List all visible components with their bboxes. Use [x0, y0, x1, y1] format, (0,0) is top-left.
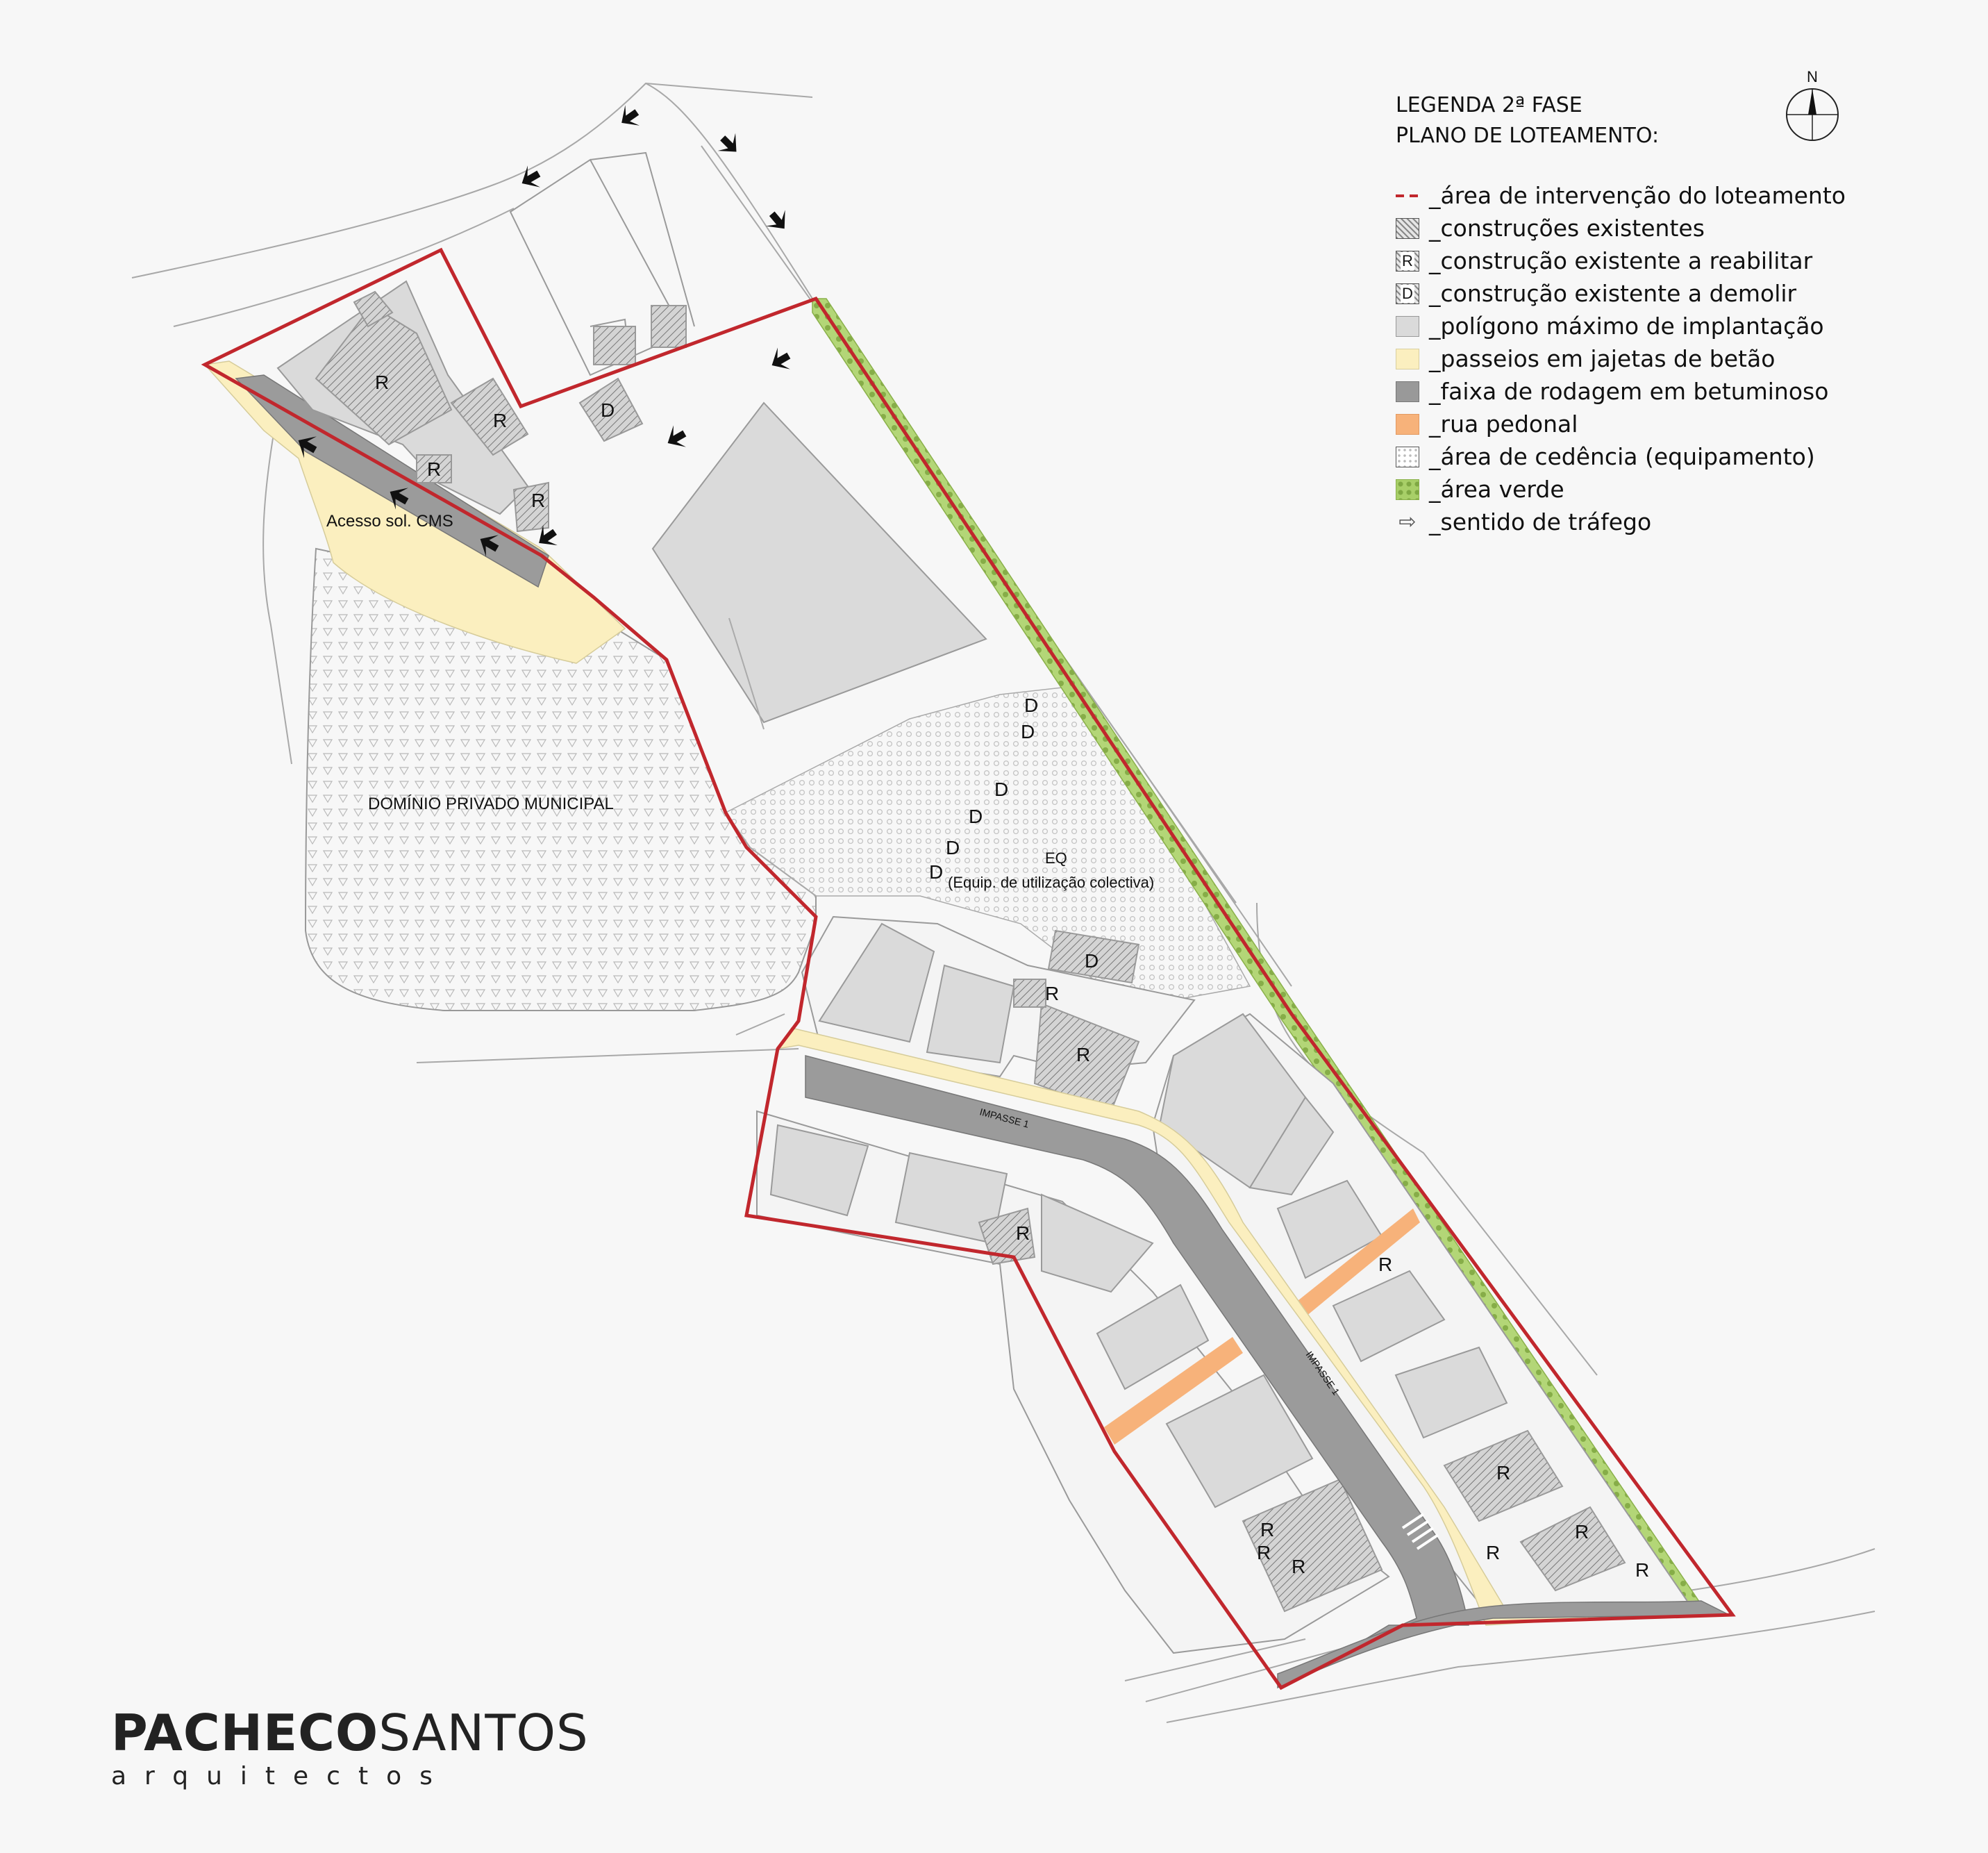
- impasse-sidewalk: [776, 1027, 1710, 1626]
- arrow-icon: ⇨: [1398, 510, 1417, 533]
- legend-item-demolish: D _construção existente a demolir: [1396, 277, 1882, 310]
- logo-main: PACHECOSANTOS: [111, 1705, 589, 1761]
- legend-item-green: _área verde: [1396, 473, 1882, 506]
- tag-r: R: [493, 410, 507, 431]
- building-tags: R R R R D D D D D D D D R R R R R R R R …: [375, 372, 1649, 1581]
- large-building-polygon: [651, 401, 987, 724]
- tag-r: R: [1257, 1542, 1271, 1563]
- tag-r: R: [427, 458, 441, 480]
- legend-item-pedestrian: _rua pedonal: [1396, 408, 1882, 440]
- green-swatch: [1396, 479, 1419, 500]
- eq-label: EQ: [1045, 849, 1067, 867]
- intervention-boundary: [201, 247, 1736, 1690]
- logo: PACHECOSANTOS arquitectos: [111, 1705, 589, 1790]
- tag-d: D: [1021, 721, 1035, 742]
- central-lots: [801, 915, 1196, 1113]
- tag-r: R: [531, 490, 545, 511]
- tag-r: R: [1486, 1542, 1500, 1563]
- legend-title-1: LEGENDA 2ª FASE: [1396, 93, 1582, 117]
- nw-buildings: [276, 280, 644, 533]
- tag-d: D: [1024, 695, 1038, 716]
- legend-title-2: PLANO DE LOTEAMENTO:: [1396, 124, 1660, 148]
- tag-d: D: [1085, 950, 1099, 972]
- legend-item-boundary: _área de intervenção do loteamento: [1396, 179, 1882, 212]
- logo-bold: PACHECO: [111, 1704, 379, 1762]
- tag-r: R: [1292, 1556, 1305, 1577]
- cream-swatch: [1396, 348, 1419, 369]
- tag-r: R: [1496, 1462, 1510, 1484]
- legend-item-existing: _construções existentes: [1396, 212, 1882, 244]
- north-label: N: [1807, 68, 1818, 85]
- legend-label: _rua pedonal: [1429, 410, 1578, 438]
- orange-swatch: [1396, 413, 1419, 435]
- municipal-domain-area: [304, 547, 817, 1011]
- tag-r: R: [1045, 983, 1059, 1004]
- hatch-d-swatch: D: [1396, 283, 1419, 304]
- west-lots: [756, 1110, 1390, 1654]
- tag-d: D: [994, 779, 1008, 800]
- legend-item-rehab: R _construção existente a reabilitar: [1396, 244, 1882, 277]
- grey-swatch: [1396, 315, 1419, 337]
- legend-item-sidewalk: _passeios em jajetas de betão: [1396, 342, 1882, 375]
- acesso-label: Acesso sol. CMS: [326, 512, 453, 531]
- legend-label: _área verde: [1429, 476, 1564, 503]
- legend-list: _área de intervenção do loteamento _cons…: [1396, 179, 1882, 538]
- crosswalk: [1401, 1513, 1439, 1550]
- legend-label: _área de cedência (equipamento): [1429, 443, 1815, 470]
- traffic-arrows: [298, 105, 791, 557]
- dark-grey-swatch: [1396, 381, 1419, 402]
- legend-label: _sentido de tráfego: [1429, 508, 1652, 535]
- legend-label: _construção existente a demolir: [1429, 280, 1797, 307]
- tag-r: R: [1260, 1519, 1274, 1540]
- tag-d: D: [946, 837, 960, 858]
- hatch-swatch: [1396, 217, 1419, 239]
- legend: LEGENDA 2ª FASE PLANO DE LOTEAMENTO: _ár…: [1396, 90, 1882, 538]
- legend-label: _área de intervenção do loteamento: [1429, 182, 1846, 209]
- tag-r: R: [1076, 1044, 1090, 1065]
- swatch-symbol: D: [1401, 284, 1414, 303]
- legend-item-road: _faixa de rodagem em betuminoso: [1396, 375, 1882, 408]
- north-arrow: N: [1786, 68, 1839, 141]
- pedestrian-street-2: [1104, 1337, 1243, 1445]
- equip-label: (Equip. de utilização colectiva): [948, 874, 1154, 891]
- tag-r: R: [1635, 1559, 1649, 1581]
- dashed-line-swatch: [1396, 194, 1419, 197]
- logo-light: SANTOS: [378, 1704, 589, 1762]
- tag-d: D: [969, 806, 983, 827]
- east-lots: [1151, 1013, 1696, 1612]
- legend-item-polygon: _polígono máximo de implantação: [1396, 310, 1882, 342]
- tag-r: R: [1016, 1222, 1030, 1244]
- dominio-label: DOMÍNIO PRIVADO MUNICIPAL: [368, 795, 614, 813]
- swatch-symbol: R: [1401, 251, 1414, 270]
- legend-label: _construções existentes: [1429, 215, 1705, 242]
- legend-label: _construção existente a reabilitar: [1429, 247, 1813, 274]
- tag-r: R: [1575, 1521, 1589, 1543]
- legend-label: _polígono máximo de implantação: [1429, 313, 1824, 340]
- legend-label: _faixa de rodagem em betuminoso: [1429, 378, 1829, 405]
- legend-item-traffic: ⇨ _sentido de tráfego: [1396, 506, 1882, 538]
- tag-r: R: [1378, 1254, 1392, 1275]
- legend-label: _passeios em jajetas de betão: [1429, 345, 1776, 372]
- hatch-r-swatch: R: [1396, 250, 1419, 272]
- pedestrian-street-1: [1292, 1208, 1420, 1320]
- tag-d: D: [601, 399, 615, 421]
- tag-r: R: [375, 372, 389, 393]
- logo-sub: arquitectos: [111, 1762, 451, 1790]
- legend-item-cession: _área de cedência (equipamento): [1396, 440, 1882, 473]
- dotted-swatch: [1396, 446, 1419, 467]
- tag-d: D: [929, 861, 943, 883]
- upper-lots: [509, 151, 695, 376]
